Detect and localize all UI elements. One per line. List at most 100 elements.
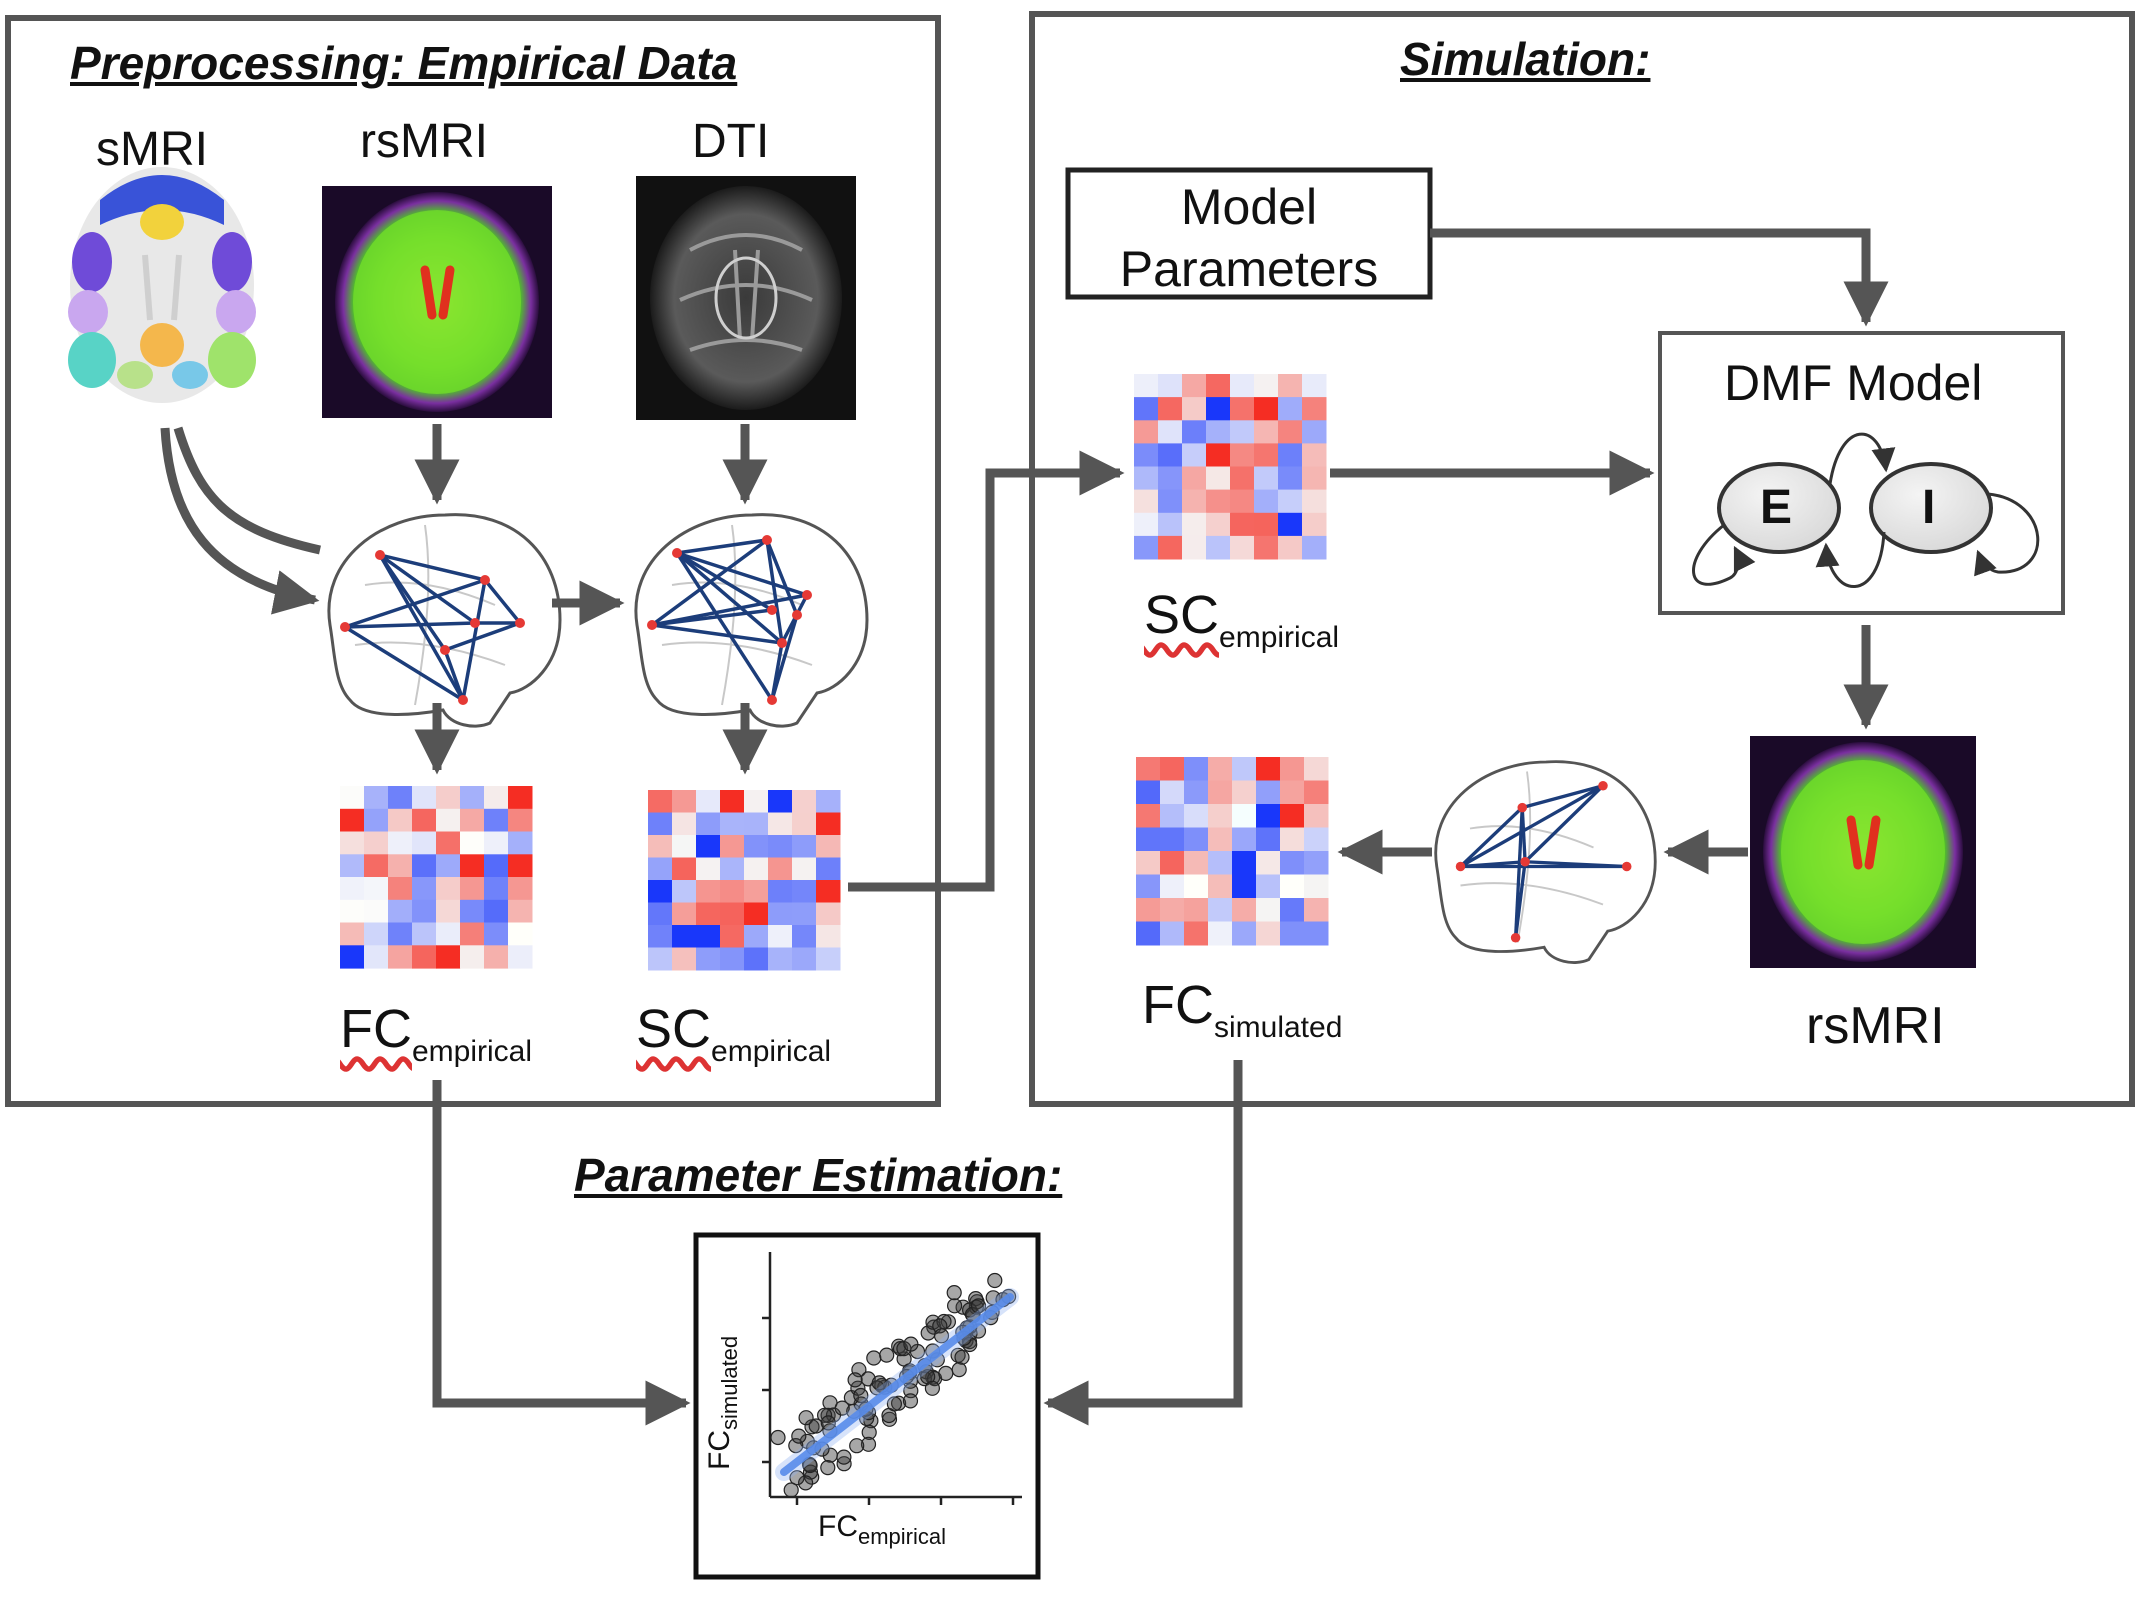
- scatter-point: [860, 1371, 876, 1387]
- matrix-cell: [1232, 757, 1257, 781]
- dti-brain-image: [636, 176, 856, 420]
- scatter-point: [938, 1365, 954, 1382]
- matrix-cell: [648, 812, 673, 836]
- matrix-cell: [1160, 921, 1185, 946]
- matrix-cell: [484, 854, 509, 878]
- matrix-cell: [1182, 443, 1207, 467]
- matrix-cell: [1254, 397, 1279, 421]
- scatter-point: [808, 1418, 824, 1434]
- matrix-cell: [340, 831, 365, 855]
- matrix-cell: [1208, 780, 1233, 805]
- matrix-cell: [1232, 780, 1257, 805]
- matrix-cell: [1230, 443, 1255, 467]
- scatter-point: [788, 1437, 804, 1454]
- matrix-cell: [792, 790, 817, 813]
- matrix-cell: [792, 835, 817, 858]
- matrix-cell: [364, 831, 389, 855]
- matrix-cell: [1134, 466, 1159, 491]
- matrix-cell: [1136, 827, 1161, 852]
- matrix-cell: [1160, 827, 1185, 852]
- matrix-cell: [1208, 898, 1233, 922]
- matrix-cell: [1184, 921, 1209, 946]
- matrix-cell: [484, 899, 509, 924]
- matrix-cell: [508, 831, 533, 855]
- matrix-cell: [484, 831, 509, 855]
- matrix-cell: [720, 902, 745, 926]
- matrix-cell: [1256, 757, 1281, 781]
- i-to-e-curve: [1815, 531, 1886, 588]
- matrix-cell: [1280, 851, 1305, 875]
- matrix-cell: [1134, 489, 1159, 514]
- matrix-cell: [1184, 851, 1209, 875]
- matrix-cell: [1158, 443, 1183, 467]
- matrix-cell: [388, 831, 413, 855]
- matrix-cell: [816, 790, 841, 813]
- scatter-y-label: FCsimulated: [703, 1335, 742, 1470]
- dti-label: DTI: [692, 115, 770, 168]
- matrix-cell: [1206, 512, 1231, 537]
- matrix-cell: [436, 786, 461, 810]
- scatter-point: [951, 1361, 967, 1378]
- scatter-point: [866, 1350, 882, 1366]
- matrix-cell: [1158, 374, 1183, 398]
- matrix-cell: [364, 786, 389, 810]
- matrix-cell: [720, 925, 745, 948]
- matrix-cell: [364, 922, 389, 946]
- matrix-cell: [412, 945, 437, 969]
- matrix-cell: [460, 808, 485, 833]
- matrix-cell: [816, 880, 841, 903]
- arrow-smri-to-sc-network: [173, 426, 321, 555]
- scatter-point: [820, 1415, 836, 1431]
- node-e-label: E: [1760, 481, 1793, 534]
- simulation-title: Simulation:: [1400, 33, 1651, 85]
- scatter-point: [770, 1429, 786, 1446]
- scatter-point: [791, 1428, 807, 1444]
- scatter-x-label: FCempirical: [818, 1510, 947, 1549]
- scatter-point: [798, 1410, 814, 1426]
- matrix-cell: [672, 790, 697, 813]
- matrix-cell: [1256, 804, 1281, 828]
- fc-network-brain: [327, 513, 562, 728]
- matrix-cell: [744, 925, 769, 948]
- scatter-point: [936, 1313, 952, 1330]
- model-parameters-label: Model Parameters: [1119, 179, 1379, 297]
- matrix-cell: [1136, 898, 1161, 922]
- scatter-point: [799, 1433, 815, 1450]
- matrix-cell: [648, 902, 673, 926]
- matrix-cell: [1134, 535, 1159, 560]
- matrix-cell: [768, 902, 793, 926]
- scatter-point: [871, 1375, 887, 1391]
- fc-simulated-label: FCsimulated: [1142, 975, 1343, 1044]
- sc-network-brain: [634, 513, 869, 728]
- preprocessing-title: Preprocessing: Empirical Data: [70, 37, 738, 89]
- matrix-cell: [1232, 804, 1257, 828]
- matrix-cell: [460, 922, 485, 946]
- matrix-cell: [1302, 443, 1327, 467]
- matrix-cell: [1256, 827, 1281, 852]
- matrix-cell: [1232, 874, 1257, 899]
- matrix-cell: [792, 902, 817, 926]
- matrix-cell: [1182, 420, 1207, 444]
- matrix-cell: [648, 925, 673, 948]
- matrix-cell: [364, 854, 389, 878]
- matrix-cell: [1208, 804, 1233, 828]
- matrix-cell: [1160, 851, 1185, 875]
- matrix-cell: [340, 899, 365, 924]
- matrix-cell: [816, 857, 841, 881]
- matrix-cell: [1208, 827, 1233, 852]
- matrix-cell: [364, 877, 389, 901]
- matrix-cell: [1254, 535, 1279, 560]
- matrix-cell: [1278, 397, 1303, 421]
- matrix-cell: [1304, 827, 1329, 852]
- matrix-cell: [1230, 489, 1255, 514]
- matrix-cell: [1302, 397, 1327, 421]
- matrix-cell: [1256, 851, 1281, 875]
- scatter-point: [987, 1272, 1003, 1289]
- fc-empirical-label: FCempirical: [340, 999, 533, 1068]
- matrix-cell: [1160, 898, 1185, 922]
- matrix-cell: [436, 899, 461, 924]
- arrow-smri-to-fc-network: [160, 427, 320, 615]
- sc-empirical-label: SCempirical: [636, 999, 832, 1068]
- matrix-cell: [1136, 780, 1161, 805]
- matrix-cell: [816, 902, 841, 926]
